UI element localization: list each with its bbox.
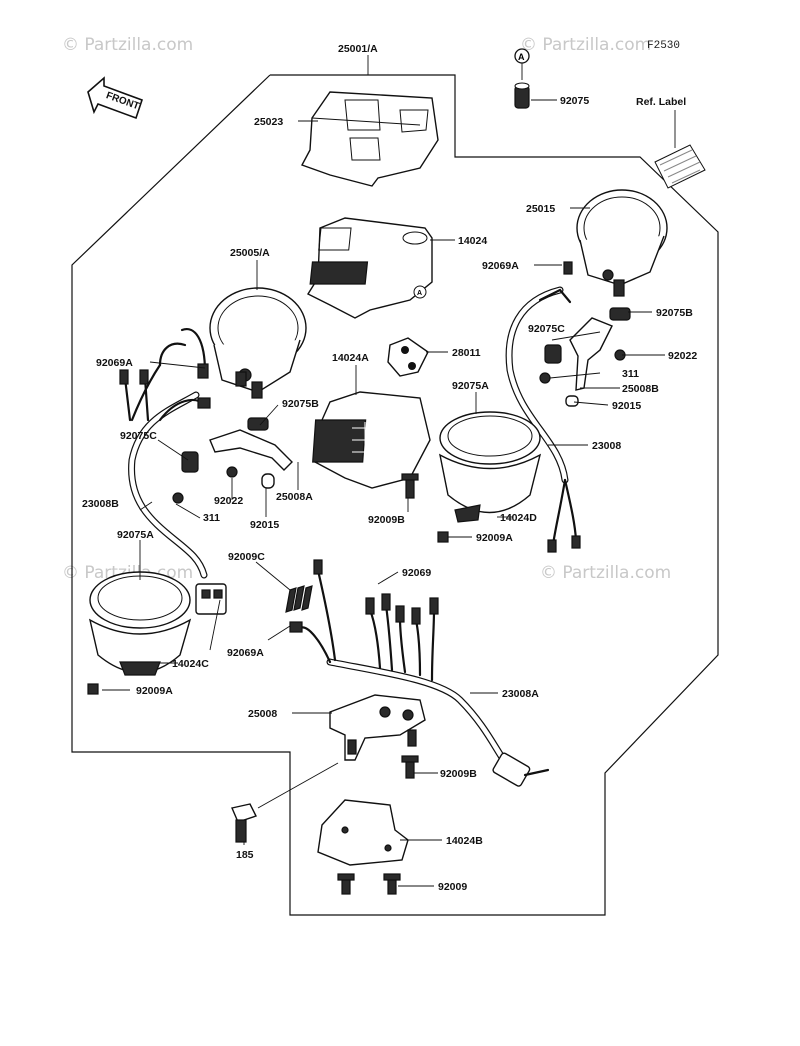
label-92075A-right: 92075A [452, 380, 489, 392]
label-92009B-bottom: 92009B [440, 768, 477, 780]
label-92009A-left: 92009A [136, 685, 173, 697]
bracket-25008 [329, 694, 426, 761]
label-92009A-right: 92009A [476, 532, 513, 544]
label-92015-left: 92015 [250, 519, 279, 531]
label-92009C: 92009C [228, 551, 265, 563]
label-14024A: 14024A [332, 352, 369, 364]
leader-lines [102, 55, 676, 887]
bracket-25008B [539, 307, 631, 407]
label-311-left: 311 [203, 512, 220, 524]
meter-25005A [209, 287, 307, 399]
lower-housing-14024A [312, 391, 431, 489]
label-92015-right: 92015 [612, 400, 641, 412]
label-23008B: 23008B [82, 498, 119, 510]
label-14024C: 14024C [172, 658, 209, 670]
label-92069A-right: 92069A [482, 260, 519, 272]
label-311-right: 311 [622, 368, 639, 380]
label-25001A: 25001/A [338, 43, 378, 55]
label-25023: 25023 [254, 116, 283, 128]
meter-25015 [563, 189, 668, 297]
bottom-cover-14024B [317, 799, 409, 866]
front-arrow-icon: FRONT [87, 76, 144, 120]
screws-92009 [337, 873, 401, 895]
wire-harness-23008 [505, 286, 581, 553]
label-25008: 25008 [248, 708, 277, 720]
label-14024: 14024 [458, 235, 487, 247]
assembly-outline [71, 74, 719, 916]
label-23008A: 23008A [502, 688, 539, 700]
label-92009: 92009 [438, 881, 467, 893]
bolt-185 [231, 803, 257, 843]
label-14024B: 14024B [446, 835, 483, 847]
label-92069A-left: 92069A [96, 357, 133, 369]
label-92009B-mid: 92009B [368, 514, 405, 526]
label-92069A-mid: 92069A [227, 647, 264, 659]
meter-housing-14024: A [306, 217, 433, 319]
label-92022-left: 92022 [214, 495, 243, 507]
label-25005A: 25005/A [230, 247, 270, 259]
label-92075B-right: 92075B [656, 307, 693, 319]
label-92075C-right: 92075C [528, 323, 565, 335]
wire-harness-23008A [289, 559, 550, 787]
meter-top-cover [301, 91, 439, 187]
screws-92009C [285, 585, 313, 613]
grommet-92075: A [514, 48, 530, 109]
figure-code: F2530 [647, 40, 680, 52]
wire-harness-23008B [119, 327, 227, 615]
label-92075: 92075 [560, 95, 589, 107]
bracket-25008A [172, 417, 293, 504]
label-92075B-left: 92075B [282, 398, 319, 410]
meter-cup-14024C [87, 571, 192, 695]
label-92069: 92069 [402, 567, 431, 579]
label-25015: 25015 [526, 203, 555, 215]
label-92022-right: 92022 [668, 350, 697, 362]
label-23008: 23008 [592, 440, 621, 452]
label-185: 185 [236, 849, 254, 861]
svg-text:A: A [518, 52, 525, 62]
watermark: © Partzilla.com [520, 35, 651, 55]
label-ref: Ref. Label [636, 96, 686, 108]
svg-text:A: A [417, 290, 422, 297]
watermark: © Partzilla.com [540, 563, 671, 583]
indicator-holder-28011 [387, 337, 429, 377]
label-92075A-left: 92075A [117, 529, 154, 541]
label-28011: 28011 [452, 347, 481, 359]
label-92075C-left: 92075C [120, 430, 157, 442]
screw-92009B-lower [401, 755, 419, 779]
screw-92009B-upper [401, 473, 419, 499]
meter-cup-14024D [437, 411, 542, 543]
label-25008B: 25008B [622, 383, 659, 395]
watermark: © Partzilla.com [62, 35, 193, 55]
label-14024D: 14024D [500, 512, 537, 524]
reference-label [654, 144, 706, 189]
label-25008A: 25008A [276, 491, 313, 503]
